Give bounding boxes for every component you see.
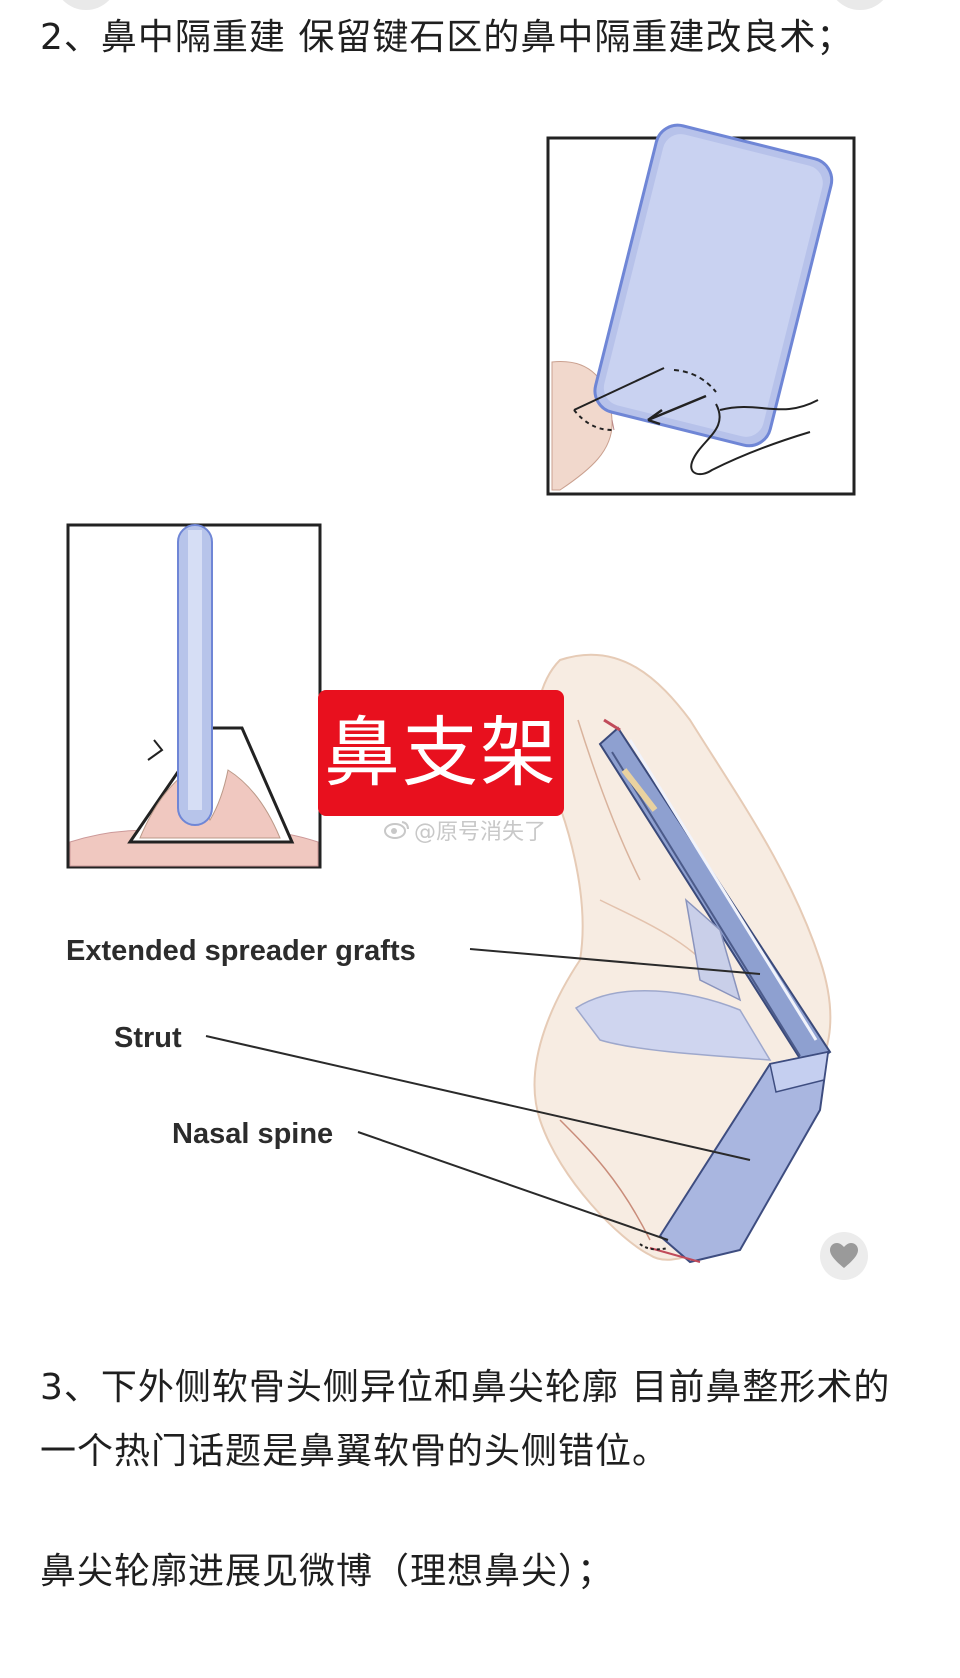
watermark: @原号消失了: [384, 818, 546, 848]
label-extended-spreader-grafts: Extended spreader grafts: [66, 935, 416, 967]
top-corner-right: [828, 0, 892, 10]
like-button[interactable]: [820, 1232, 868, 1280]
illustration-svg: [66, 123, 856, 1264]
title-badge: 鼻支架: [318, 690, 564, 816]
watermark-text: @原号消失了: [414, 820, 547, 845]
nose-profile: [533, 653, 832, 1264]
top-corner-left: [54, 0, 118, 10]
inset-top-right: [546, 123, 856, 496]
label-strut: Strut: [114, 1022, 182, 1054]
weibo-logo-icon: [384, 818, 410, 848]
surgery-illustration: [0, 120, 960, 1340]
heart-icon: [830, 1243, 858, 1268]
inset-left: [66, 523, 322, 869]
paragraph-septum-reconstruction: 2、鼻中隔重建 保留键石区的鼻中隔重建改良术；: [40, 17, 854, 58]
label-pointers: [205, 948, 761, 1241]
paragraph-lateral-crura: 3、下外侧软骨头侧异位和鼻尖轮廓 目前鼻整形术的一个热门话题是鼻翼软骨的头侧错位…: [40, 1367, 891, 1472]
paragraph-tip-contour: 鼻尖轮廓进展见微博（理想鼻尖）；: [40, 1551, 615, 1592]
label-nasal-spine: Nasal spine: [172, 1118, 334, 1150]
